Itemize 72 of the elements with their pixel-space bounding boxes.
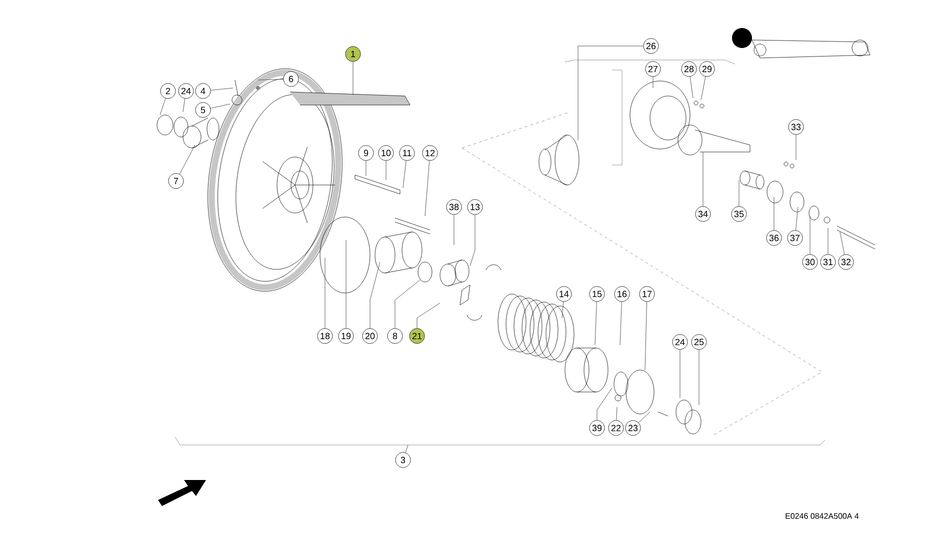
callout-number: 18: [317, 328, 333, 344]
leader-line: [562, 301, 564, 318]
callout-number: 27: [645, 61, 661, 77]
callout-number: 1: [345, 46, 361, 62]
leader-line: [324, 258, 326, 329]
leader-line: [210, 104, 230, 109]
leader-line: [616, 406, 618, 421]
callout-number: 13: [467, 199, 483, 215]
leader-line: [424, 160, 430, 216]
callout-number: 31: [820, 254, 836, 270]
callout-number: 6: [283, 71, 299, 87]
callout-number: 36: [766, 230, 782, 246]
leader-line: [394, 280, 420, 329]
callout-number: 15: [589, 286, 605, 302]
leader-line: [258, 78, 284, 80]
callout-number: 8: [387, 328, 403, 344]
callout-number: 10: [378, 145, 394, 161]
callout-number: 30: [802, 254, 818, 270]
callout-number: 24: [672, 334, 688, 350]
callout-number: 21: [409, 328, 425, 344]
leader-line: [182, 98, 186, 112]
callout-number: 32: [838, 254, 854, 270]
leader-line: [620, 301, 622, 346]
callout-number: 25: [691, 334, 707, 350]
leader-line: [702, 152, 704, 207]
callout-number: 9: [358, 145, 374, 161]
callout-number: 39: [589, 420, 605, 436]
callout-number: 26: [643, 38, 659, 54]
callout-number: 34: [695, 206, 711, 222]
callout-number: 29: [699, 61, 715, 77]
callout-number: 11: [399, 145, 415, 161]
leader-line: [652, 76, 654, 88]
callout-number: 28: [681, 61, 697, 77]
leader-line: [578, 46, 644, 140]
leader-line: [470, 214, 476, 266]
leader-line: [738, 180, 740, 207]
callout-number: 33: [788, 119, 804, 135]
drawing-number: E0246 0842A500A 4: [786, 513, 859, 519]
callout-number: 2: [160, 83, 176, 99]
callout-number: 5: [195, 102, 211, 118]
callout-number: 35: [731, 206, 747, 222]
callout-number: 4: [195, 83, 211, 99]
leader-line: [700, 76, 706, 100]
leader-line: [840, 232, 845, 255]
leader-line: [179, 144, 196, 174]
callout-number: 3: [395, 452, 411, 468]
callout-number: 20: [362, 328, 378, 344]
callout-number: 14: [556, 286, 572, 302]
leader-line: [405, 444, 408, 453]
leader-line: [210, 88, 234, 90]
callout-number: 12: [422, 145, 438, 161]
callout-number: 7: [168, 173, 184, 189]
callout-number: 38: [446, 199, 462, 215]
leader-line: [638, 412, 650, 423]
leader-line: [796, 206, 798, 231]
leader-line: [370, 262, 380, 329]
leader-line: [644, 301, 648, 370]
callout-number: 16: [614, 286, 630, 302]
leader-line: [160, 98, 166, 116]
leader-line: [416, 302, 440, 329]
leader-line: [402, 160, 406, 188]
leader-line: [698, 349, 700, 406]
callout-number: 37: [787, 230, 803, 246]
leader-line: [690, 76, 694, 98]
leader-line: [594, 301, 597, 346]
callout-number: 19: [338, 328, 354, 344]
callout-number: 24: [178, 83, 194, 99]
callout-number: 17: [639, 286, 655, 302]
leader-line: [352, 61, 354, 96]
callout-number: 22: [608, 420, 624, 436]
leader-line: [596, 388, 612, 421]
callout-number: 23: [625, 420, 641, 436]
